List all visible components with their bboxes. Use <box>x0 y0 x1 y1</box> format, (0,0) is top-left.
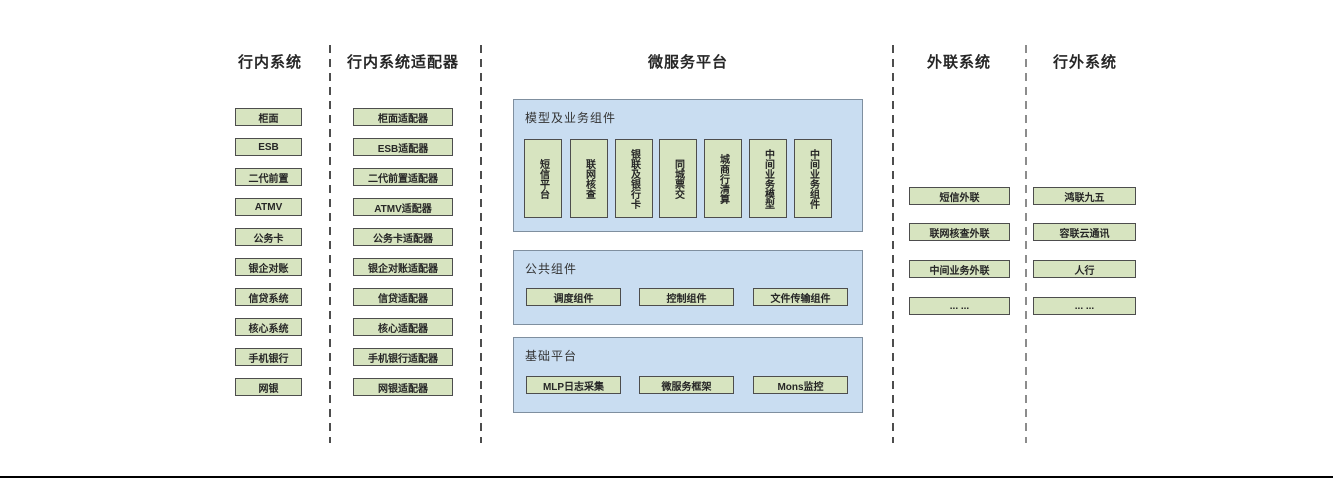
internal-box-5: 公务卡 <box>235 228 302 246</box>
adapter-box-5: 公务卡适配器 <box>353 228 453 246</box>
base-platform-box-2: 微服务框架 <box>639 376 734 394</box>
base-platform-box-3: Mons监控 <box>753 376 848 394</box>
model-component-box-1: 短信平台 <box>524 139 562 218</box>
internal-box-1: 柜面 <box>235 108 302 126</box>
base-platform-box-1: MLP日志采集 <box>526 376 621 394</box>
common-component-box-2: 控制组件 <box>639 288 734 306</box>
column-divider-2 <box>480 45 482 443</box>
internal-box-8: 核心系统 <box>235 318 302 336</box>
common-component-box-3: 文件传输组件 <box>753 288 848 306</box>
external-box-3: 人行 <box>1033 260 1136 278</box>
internal-box-3: 二代前置 <box>235 168 302 186</box>
outreach-box-1: 短信外联 <box>909 187 1010 205</box>
outreach-box-2: 联网核查外联 <box>909 223 1010 241</box>
external-box-2: 容联云通讯 <box>1033 223 1136 241</box>
model-component-box-3: 银联及银行卡 <box>615 139 653 218</box>
column-divider-4 <box>1025 45 1027 443</box>
adapter-box-9: 手机银行适配器 <box>353 348 453 366</box>
internal-box-6: 银企对账 <box>235 258 302 276</box>
adapter-box-2: ESB适配器 <box>353 138 453 156</box>
column-divider-1 <box>329 45 331 443</box>
common-components-panel: 公共组件 调度组件 控制组件 文件传输组件 <box>513 250 863 325</box>
outreach-systems-header: 外联系统 <box>926 54 991 71</box>
adapter-box-4: ATMV适配器 <box>353 198 453 216</box>
external-systems-header: 行外系统 <box>1052 54 1117 71</box>
outreach-box-4: ... ... <box>909 297 1010 315</box>
internal-systems-header: 行内系统 <box>237 54 302 71</box>
base-platform-panel: 基础平台 MLP日志采集 微服务框架 Mons监控 <box>513 337 863 413</box>
model-business-panel-label: 模型及业务组件 <box>525 111 617 125</box>
microservice-platform-header: 微服务平台 <box>647 54 728 71</box>
internal-box-10: 网银 <box>235 378 302 396</box>
adapter-box-3: 二代前置适配器 <box>353 168 453 186</box>
model-component-box-5: 城商行清算 <box>704 139 742 218</box>
common-component-box-1: 调度组件 <box>526 288 621 306</box>
external-box-1: 鸿联九五 <box>1033 187 1136 205</box>
model-component-box-7: 中间业务组件 <box>794 139 832 218</box>
external-box-4: ... ... <box>1033 297 1136 315</box>
model-business-panel: 模型及业务组件 短信平台 联网核查 银联及银行卡 同城票交 城商行清算 中间业务… <box>513 99 863 232</box>
bottom-rule <box>0 476 1333 478</box>
column-divider-3 <box>892 45 894 443</box>
adapter-box-6: 银企对账适配器 <box>353 258 453 276</box>
model-component-box-6: 中间业务模型 <box>749 139 787 218</box>
base-platform-panel-label: 基础平台 <box>525 349 578 363</box>
common-components-panel-label: 公共组件 <box>525 262 578 276</box>
adapter-box-7: 信贷适配器 <box>353 288 453 306</box>
internal-box-7: 信贷系统 <box>235 288 302 306</box>
adapter-box-1: 柜面适配器 <box>353 108 453 126</box>
outreach-box-3: 中间业务外联 <box>909 260 1010 278</box>
internal-box-2: ESB <box>235 138 302 156</box>
model-component-box-4: 同城票交 <box>659 139 697 218</box>
internal-adapters-header: 行内系统适配器 <box>346 54 459 71</box>
internal-box-9: 手机银行 <box>235 348 302 366</box>
adapter-box-8: 核心适配器 <box>353 318 453 336</box>
adapter-box-10: 网银适配器 <box>353 378 453 396</box>
model-component-box-2: 联网核查 <box>570 139 608 218</box>
internal-box-4: ATMV <box>235 198 302 216</box>
